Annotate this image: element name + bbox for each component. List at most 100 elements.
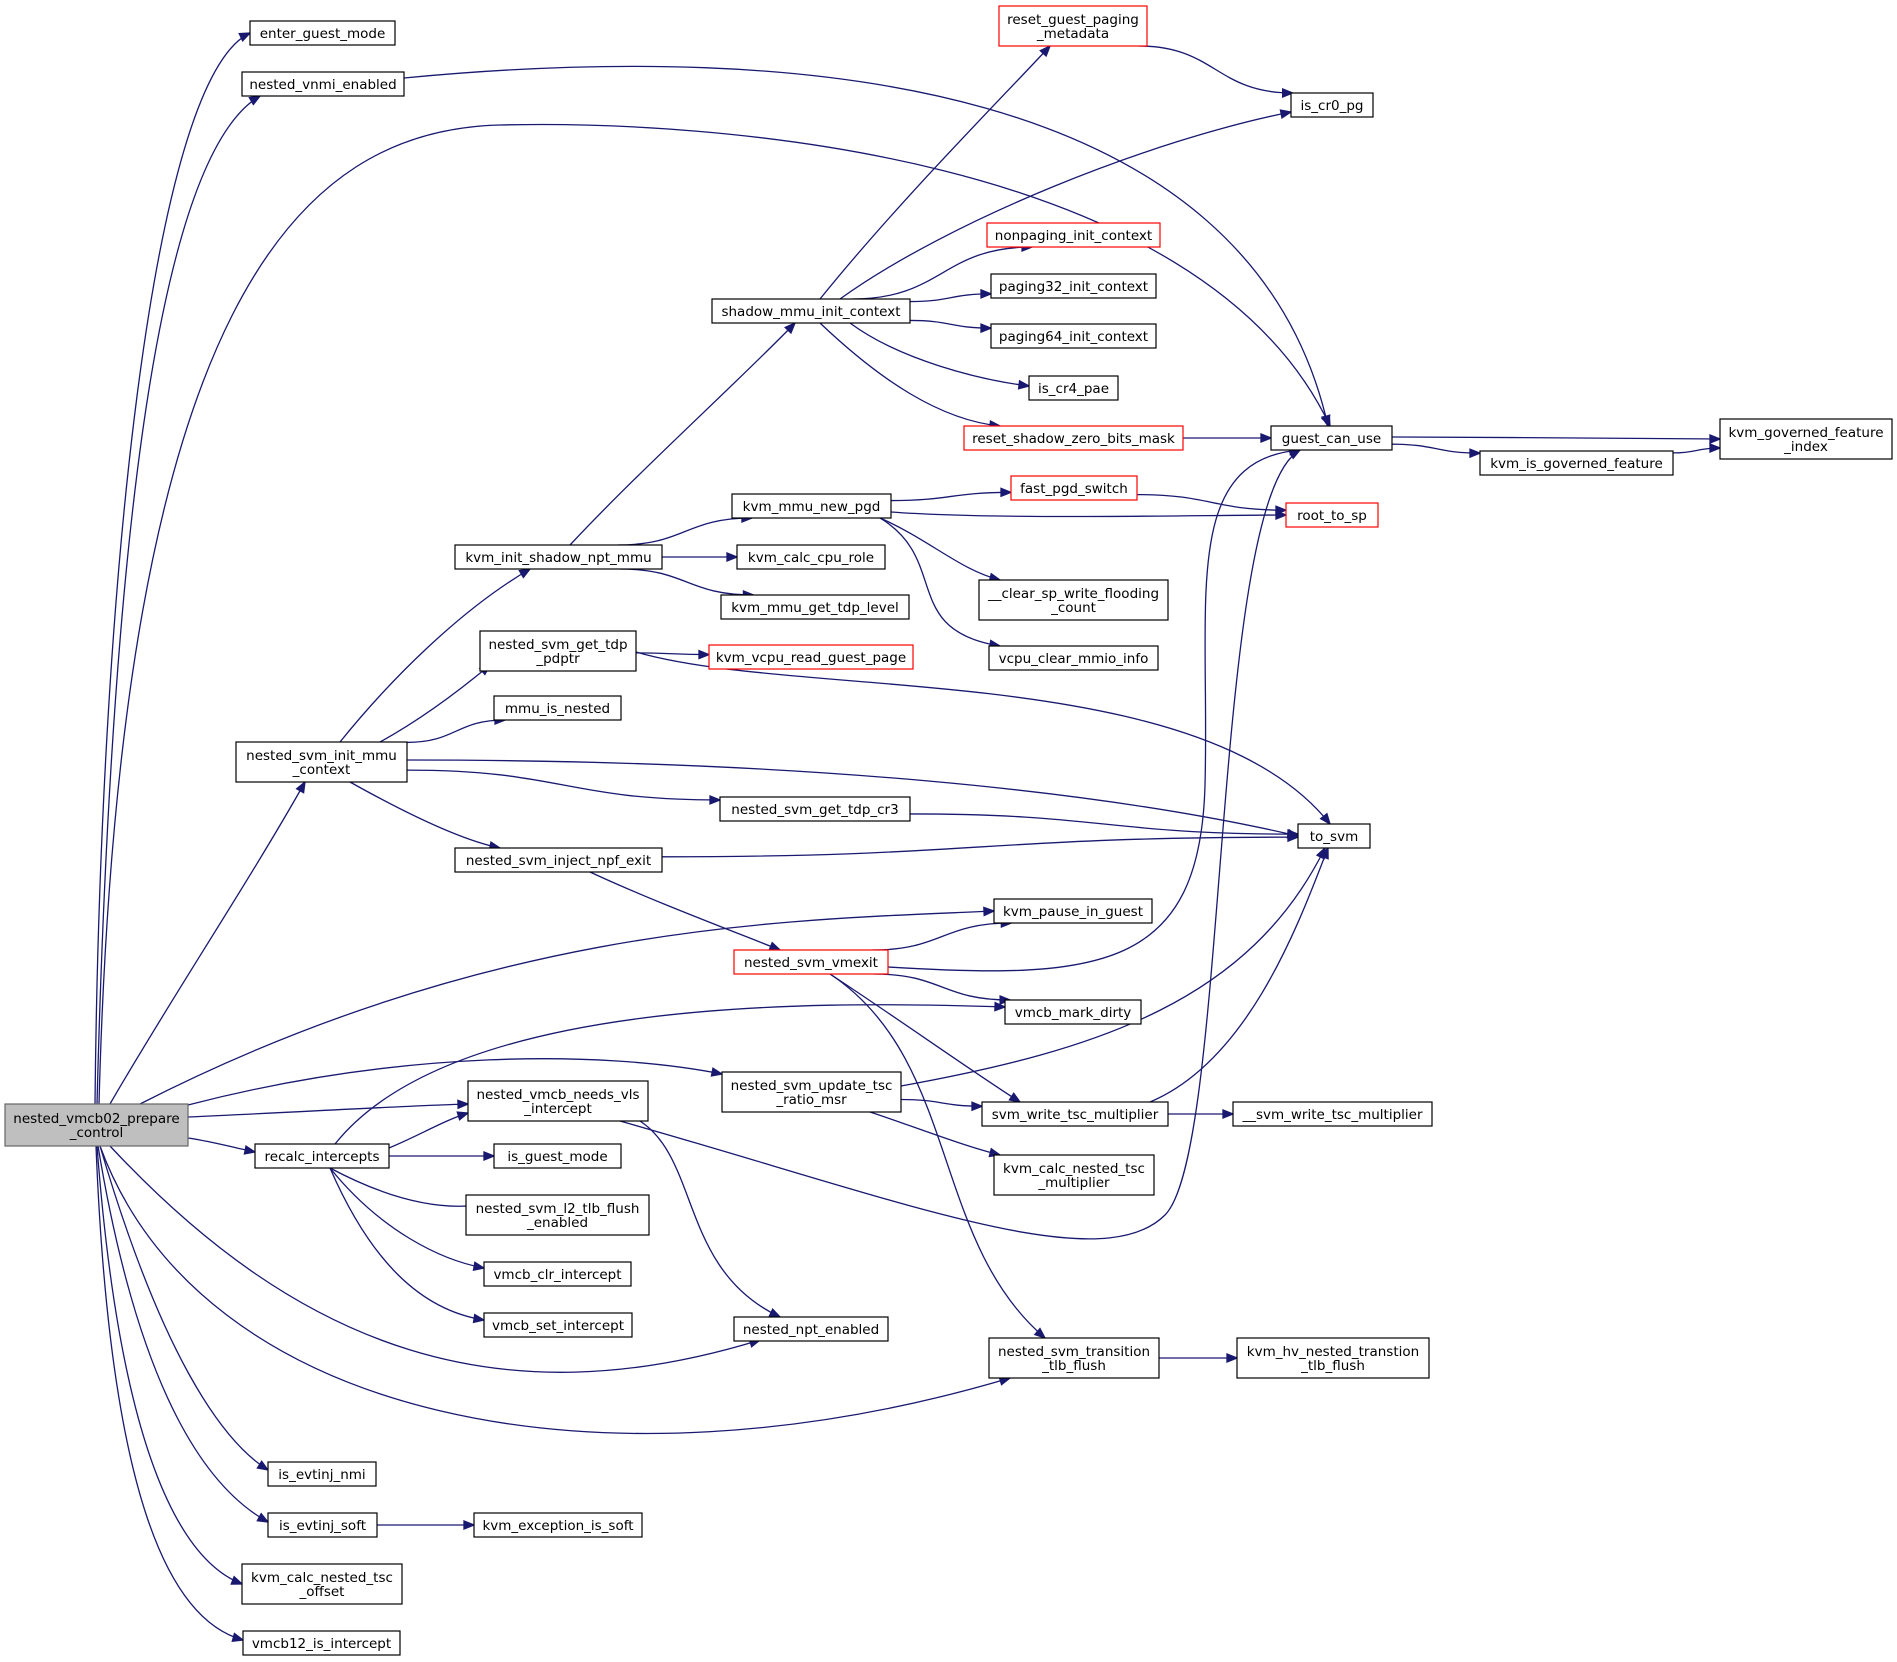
edge-nested-vmcb02-prepare-control-to-recalc-intercepts-arrowhead: [243, 1145, 257, 1155]
edge-kvm-mmu-new-pgd-to-clear-sp-write-flooding-count: [879, 517, 1001, 581]
node-kvm-calc-nested-tsc-offset[interactable]: kvm_calc_nested_tsc_offset: [241, 1563, 403, 1605]
node-label: to_svm: [1310, 829, 1358, 845]
node-box: [267, 1512, 378, 1538]
node-nested-svm-transition-tlb-flush[interactable]: nested_svm_transition_tlb_flush: [988, 1337, 1160, 1379]
node-is-evtinj-soft[interactable]: is_evtinj_soft: [267, 1512, 378, 1538]
edge-guest-can-use-to-kvm-governed-feature-index-arrowhead: [1709, 434, 1722, 444]
node-nested-svm-get-tdp-pdptr[interactable]: nested_svm_get_tdp_pdptr: [479, 630, 637, 672]
edge-nested-vmcb02-prepare-control-to-kvm-calc-nested-tsc-offset: [96, 1145, 243, 1585]
node-kvm-governed-feature-index[interactable]: kvm_governed_feature_index: [1719, 418, 1893, 460]
edge-nested-svm-vmexit-to-kvm-pause-in-guest: [872, 922, 1012, 951]
node-nested-svm-l2-tlb-flush-enabled[interactable]: nested_svm_l2_tlb_flush_enabled: [465, 1194, 650, 1236]
node-paging64-init-context[interactable]: paging64_init_context: [990, 323, 1157, 349]
edge-kvm-init-shadow-npt-mmu-to-kvm-mmu-get-tdp-level: [620, 568, 754, 596]
node-nested-vmcb-needs-vls-intercept[interactable]: nested_vmcb_needs_vls_intercept: [467, 1080, 649, 1122]
node-kvm-pause-in-guest[interactable]: kvm_pause_in_guest: [993, 898, 1153, 924]
node-enter-guest-mode[interactable]: enter_guest_mode: [249, 20, 396, 46]
edge-nested-svm-update-tsc-ratio-msr-to-kvm-calc-nested-tsc-multiplier: [869, 1111, 1001, 1156]
edge-nested-vmcb02-prepare-control-to-nested-npt-enabled: [109, 1145, 761, 1373]
node-kvm-calc-nested-tsc-multiplier[interactable]: kvm_calc_nested_tsc_multiplier: [993, 1154, 1155, 1196]
node-box: [454, 847, 663, 873]
node-box: [736, 544, 886, 570]
node-box: [993, 1154, 1155, 1196]
node-nested-svm-inject-npf-exit[interactable]: nested_svm_inject_npf_exit: [454, 847, 663, 873]
node-label: kvm_calc_cpu_role: [748, 550, 874, 566]
node-mmu-is-nested[interactable]: mmu_is_nested: [493, 695, 622, 721]
node-kvm-calc-cpu-role[interactable]: kvm_calc_cpu_role: [736, 544, 886, 570]
node-clear-sp-write-flooding-count[interactable]: __clear_sp_write_flooding_count: [978, 579, 1169, 621]
node-kvm-hv-nested-transtion-tlb-flush[interactable]: kvm_hv_nested_transtion_tlb_flush: [1236, 1337, 1430, 1379]
node-kvm-vcpu-read-guest-page[interactable]: kvm_vcpu_read_guest_page: [708, 644, 914, 670]
edge-shadow-mmu-init-context-to-paging32-init-context: [909, 293, 992, 303]
node-to-svm[interactable]: to_svm: [1297, 823, 1371, 849]
node-label: _enabled: [526, 1215, 588, 1231]
node-label: nested_svm_vmexit: [744, 955, 878, 971]
edge-reset-guest-paging-metadata-to-is-cr0-pg: [1138, 45, 1293, 94]
node-label: mmu_is_nested: [505, 701, 610, 717]
node-label: _multiplier: [1037, 1175, 1110, 1191]
edge-nested-vmcb02-prepare-control-to-nested-vnmi-enabled: [96, 95, 261, 1105]
node-root-to-sp[interactable]: root_to_sp: [1285, 502, 1379, 528]
node-label: reset_guest_paging: [1007, 12, 1139, 28]
node-nonpaging-init-context[interactable]: nonpaging_init_context: [986, 222, 1161, 248]
edge-nested-svm-transition-tlb-flush-to-kvm-hv-nested-transtion-tlb-flush-arrowhead: [1226, 1353, 1239, 1363]
node-box: [1004, 999, 1142, 1025]
node-fast-pgd-switch[interactable]: fast_pgd_switch: [1010, 475, 1138, 501]
node-kvm-init-shadow-npt-mmu[interactable]: kvm_init_shadow_npt_mmu: [454, 544, 663, 570]
node-paging32-init-context[interactable]: paging32_init_context: [990, 273, 1157, 299]
edge-svm-write-tsc-multiplier-to-to-svm: [1149, 847, 1329, 1103]
node-reset-shadow-zero-bits-mask[interactable]: reset_shadow_zero_bits_mask: [963, 425, 1184, 451]
node-nested-svm-get-tdp-cr3[interactable]: nested_svm_get_tdp_cr3: [719, 796, 911, 822]
edge-nested-vmcb02-prepare-control-to-is-evtinj-soft: [97, 1145, 269, 1523]
node-box: [708, 644, 914, 670]
node-label: is_cr0_pg: [1301, 98, 1364, 114]
node-shadow-mmu-init-context[interactable]: shadow_mmu_init_context: [711, 298, 911, 324]
node-label: nested_vmcb02_prepare: [13, 1111, 179, 1127]
edge-nested-svm-init-mmu-context-to-nested-svm-get-tdp-cr3: [406, 769, 721, 801]
node-kvm-mmu-new-pgd[interactable]: kvm_mmu_new_pgd: [731, 493, 892, 519]
node-vmcb-set-intercept[interactable]: vmcb_set_intercept: [483, 1312, 633, 1338]
node-nested-vnmi-enabled[interactable]: nested_vnmi_enabled: [241, 71, 405, 97]
node-vmcb-mark-dirty[interactable]: vmcb_mark_dirty: [1004, 999, 1142, 1025]
node-is-guest-mode[interactable]: is_guest_mode: [493, 1143, 622, 1169]
node-label: nested_svm_init_mmu: [246, 748, 397, 764]
node-kvm-exception-is-soft[interactable]: kvm_exception_is_soft: [473, 1512, 643, 1538]
node-recalc-intercepts[interactable]: recalc_intercepts: [254, 1143, 390, 1169]
node-box: [479, 630, 637, 672]
node-is-cr0-pg[interactable]: is_cr0_pg: [1290, 92, 1374, 118]
node-vmcb-clr-intercept[interactable]: vmcb_clr_intercept: [483, 1261, 632, 1287]
edge-nested-svm-init-mmu-context-to-nested-svm-get-tdp-cr3-arrowhead: [709, 794, 722, 805]
edge-shadow-mmu-init-context-to-nonpaging-init-context: [852, 246, 1033, 300]
node-nested-vmcb02-prepare-control[interactable]: nested_vmcb02_prepare_control: [4, 1103, 189, 1147]
node-vmcb12-is-intercept[interactable]: vmcb12_is_intercept: [242, 1630, 401, 1656]
node-label: __svm_write_tsc_multiplier: [1241, 1107, 1422, 1123]
edge-nested-svm-vmexit-to-nested-svm-transition-tlb-flush-arrowhead: [1033, 1327, 1047, 1340]
node-svm-write-tsc-multiplier[interactable]: svm_write_tsc_multiplier: [981, 1101, 1169, 1127]
node-nested-svm-vmexit[interactable]: nested_svm_vmexit: [733, 949, 889, 975]
node-label: paging32_init_context: [999, 279, 1148, 295]
edge-kvm-init-shadow-npt-mmu-to-kvm-calc-cpu-role-arrowhead: [726, 552, 739, 562]
node-box: [731, 493, 892, 519]
edge-nested-svm-inject-npf-exit-to-to-svm: [661, 836, 1299, 858]
node-nested-npt-enabled[interactable]: nested_npt_enabled: [733, 1316, 889, 1342]
node-vcpu-clear-mmio-info[interactable]: vcpu_clear_mmio_info: [988, 645, 1159, 671]
edge-recalc-intercepts-to-nested-svm-l2-tlb-flush-enabled: [329, 1167, 481, 1207]
node-label: _tlb_flush: [1300, 1358, 1365, 1374]
node-box: [721, 1071, 902, 1113]
node-is-cr4-pae[interactable]: is_cr4_pae: [1028, 375, 1119, 401]
edge-fast-pgd-switch-to-root-to-sp: [1136, 493, 1287, 511]
node-nested-svm-update-tsc-ratio-msr[interactable]: nested_svm_update_tsc_ratio_msr: [721, 1071, 902, 1113]
node-kvm-is-governed-feature[interactable]: kvm_is_governed_feature: [1479, 450, 1674, 476]
node-kvm-mmu-get-tdp-level[interactable]: kvm_mmu_get_tdp_level: [720, 594, 910, 620]
node-label: nested_svm_update_tsc: [731, 1078, 893, 1094]
node-nested-svm-init-mmu-context[interactable]: nested_svm_init_mmu_context: [235, 741, 408, 783]
node-label: enter_guest_mode: [260, 26, 386, 42]
node-label: nested_npt_enabled: [743, 1322, 879, 1338]
node-is-evtinj-nmi[interactable]: is_evtinj_nmi: [267, 1461, 377, 1487]
node-label: is_guest_mode: [507, 1149, 607, 1165]
node-guest-can-use[interactable]: guest_can_use: [1270, 425, 1393, 451]
node-box: [254, 1143, 390, 1169]
node-svm-write-tsc-multiplier-raw[interactable]: __svm_write_tsc_multiplier: [1232, 1101, 1433, 1127]
node-box: [1236, 1337, 1430, 1379]
node-reset-guest-paging-metadata[interactable]: reset_guest_paging_metadata: [998, 5, 1148, 47]
